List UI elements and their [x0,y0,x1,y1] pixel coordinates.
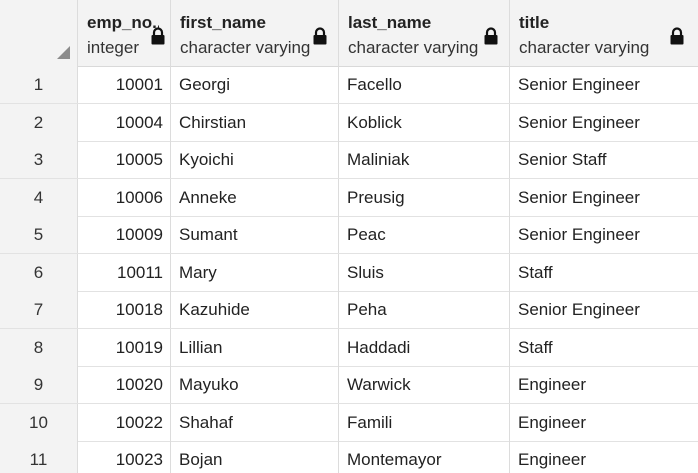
cell-emp-no[interactable]: 10006 [78,178,171,216]
cell-first-name[interactable]: Bojan [171,441,339,473]
cell-last-name[interactable]: Koblick [339,103,510,141]
lock-icon [313,27,327,45]
grid-header-row: emp_no.. integer first_name character va… [0,0,698,67]
column-name: first_name [180,13,266,32]
cell-last-name[interactable]: Warwick [339,366,510,403]
cell-emp-no[interactable]: 10023 [78,441,171,473]
lock-icon [151,27,165,45]
row-number[interactable]: 3 [0,141,78,178]
lock-icon [670,27,684,45]
cell-title[interactable]: Senior Engineer [518,225,640,244]
column-name: title [519,13,550,32]
lock-icon [484,27,498,45]
table-row[interactable]: 9 10020 Mayuko Warwick Engineer [0,366,698,404]
cell-last-name[interactable]: Preusig [339,178,510,216]
cell-title[interactable]: Engineer [518,450,587,469]
cell-first-name[interactable]: Anneke [171,178,339,216]
row-number[interactable]: 2 [0,103,78,141]
cell-last-name[interactable]: Famili [339,403,510,441]
cell-title[interactable]: Engineer [518,412,587,432]
cell-emp-no[interactable]: 10001 [78,66,171,103]
cell-last-name[interactable]: Maliniak [339,141,510,178]
cell-last-name[interactable]: Peha [339,291,510,328]
cell-title[interactable]: Staff [518,262,553,282]
cell-title[interactable]: Senior Engineer [518,112,640,132]
cell-emp-no[interactable]: 10018 [78,291,171,328]
table-row[interactable]: 6 10011 Mary Sluis Staff [0,253,698,292]
column-header-title[interactable]: title character varying [510,0,698,66]
cell-title[interactable]: Staff [518,337,553,357]
cell-title[interactable]: Senior Engineer [518,75,640,94]
row-number[interactable]: 8 [0,328,78,366]
cell-first-name[interactable]: Kyoichi [171,141,339,178]
column-type: integer [87,38,139,57]
table-row[interactable]: 5 10009 Sumant Peac Senior Engineer [0,216,698,254]
cell-emp-no[interactable]: 10022 [78,403,171,441]
row-number[interactable]: 4 [0,178,78,216]
table-row[interactable]: 7 10018 Kazuhide Peha Senior Engineer [0,291,698,329]
column-name: last_name [348,13,432,32]
select-all-corner[interactable] [0,0,78,66]
cell-title[interactable]: Senior Staff [518,150,607,169]
row-number[interactable]: 1 [0,66,78,103]
cell-last-name[interactable]: Facello [339,66,510,103]
table-row[interactable]: 11 10023 Bojan Montemayor Engineer [0,441,698,473]
column-type: character varying [348,38,479,57]
cell-emp-no[interactable]: 10004 [78,103,171,141]
cell-emp-no[interactable]: 10020 [78,366,171,403]
column-type: character varying [519,38,650,57]
column-header-first-name[interactable]: first_name character varying [171,0,339,66]
cell-emp-no[interactable]: 10019 [78,328,171,366]
cell-last-name[interactable]: Peac [339,216,510,253]
cell-title[interactable]: Senior Engineer [518,187,640,207]
cell-last-name[interactable]: Haddadi [339,328,510,366]
cell-title[interactable]: Senior Engineer [518,300,640,319]
cell-last-name[interactable]: Montemayor [339,441,510,473]
row-number[interactable]: 9 [0,366,78,403]
row-number[interactable]: 5 [0,216,78,253]
cell-first-name[interactable]: Sumant [171,216,339,253]
row-number[interactable]: 7 [0,291,78,328]
table-row[interactable]: 4 10006 Anneke Preusig Senior Engineer [0,178,698,217]
cell-emp-no[interactable]: 10005 [78,141,171,178]
cell-first-name[interactable]: Shahaf [171,403,339,441]
cell-first-name[interactable]: Mayuko [171,366,339,403]
table-row[interactable]: 8 10019 Lillian Haddadi Staff [0,328,698,367]
cell-first-name[interactable]: Chirstian [171,103,339,141]
column-header-emp-no[interactable]: emp_no.. integer [78,0,171,66]
cell-title[interactable]: Engineer [518,375,587,394]
cell-first-name[interactable]: Mary [171,253,339,291]
cell-first-name[interactable]: Kazuhide [171,291,339,328]
cell-first-name[interactable]: Georgi [171,66,339,103]
table-row[interactable]: 1 10001 Georgi Facello Senior Engineer [0,66,698,104]
column-name: emp_no.. [87,13,159,32]
cell-emp-no[interactable]: 10009 [78,216,171,253]
table-row[interactable]: 10 10022 Shahaf Famili Engineer [0,403,698,442]
row-number[interactable]: 6 [0,253,78,291]
select-all-corner-icon [57,46,70,59]
row-number[interactable]: 11 [0,441,78,473]
column-header-last-name[interactable]: last_name character varying [339,0,510,66]
cell-last-name[interactable]: Sluis [339,253,510,291]
cell-emp-no[interactable]: 10011 [78,253,171,291]
row-number[interactable]: 10 [0,403,78,441]
table-row[interactable]: 3 10005 Kyoichi Maliniak Senior Staff [0,141,698,179]
column-type: character varying [180,38,311,57]
table-row[interactable]: 2 10004 Chirstian Koblick Senior Enginee… [0,103,698,142]
cell-first-name[interactable]: Lillian [171,328,339,366]
